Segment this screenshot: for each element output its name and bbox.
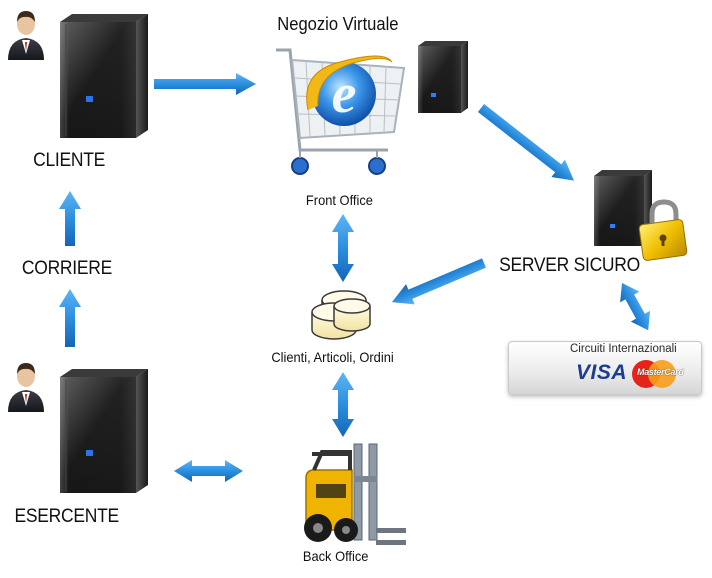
database-label: Clienti, Articoli, Ordini xyxy=(271,349,394,365)
arrow-front-office-database xyxy=(332,214,354,282)
arrow-esercente-back-office xyxy=(174,460,243,482)
payment-circuits-title: Circuiti Internazionali xyxy=(570,343,677,355)
arrow-secure-server-to-database xyxy=(391,258,486,305)
front-office-label: Front Office xyxy=(305,192,373,208)
negozio-virtuale-label: Negozio Virtuale xyxy=(277,14,399,34)
svg-text:e: e xyxy=(332,63,357,125)
corriere-label: CORRIERE xyxy=(21,258,112,279)
mastercard-logo-circles xyxy=(632,360,676,388)
arrow-shop-to-secure-server xyxy=(477,104,574,181)
shop-server-icon xyxy=(418,41,468,113)
server-sicuro-label: SERVER SICURO xyxy=(499,255,640,276)
arrow-cliente-to-shop xyxy=(154,73,256,95)
padlock-icon xyxy=(638,199,688,261)
cliente-user-icon xyxy=(8,11,44,60)
database-icon xyxy=(311,290,371,340)
arrow-secure-server-payment xyxy=(620,283,651,331)
shopping-cart-ie-icon: e xyxy=(276,48,406,175)
mastercard-logo: MasterCard xyxy=(637,367,684,377)
cliente-server-icon xyxy=(60,14,148,138)
back-office-label: Back Office xyxy=(302,548,369,564)
esercente-server-icon xyxy=(60,369,148,493)
arrow-corriere-to-cliente xyxy=(59,191,81,246)
esercente-label: ESERCENTE xyxy=(14,506,120,527)
arrow-database-back-office xyxy=(332,372,354,437)
visa-logo: VISA xyxy=(576,361,628,384)
arrow-esercente-to-corriere xyxy=(59,289,81,347)
secure-server-icon xyxy=(594,170,652,246)
forklift-icon xyxy=(304,443,406,545)
esercente-user-icon xyxy=(8,363,44,412)
cliente-label: CLIENTE xyxy=(33,150,106,171)
